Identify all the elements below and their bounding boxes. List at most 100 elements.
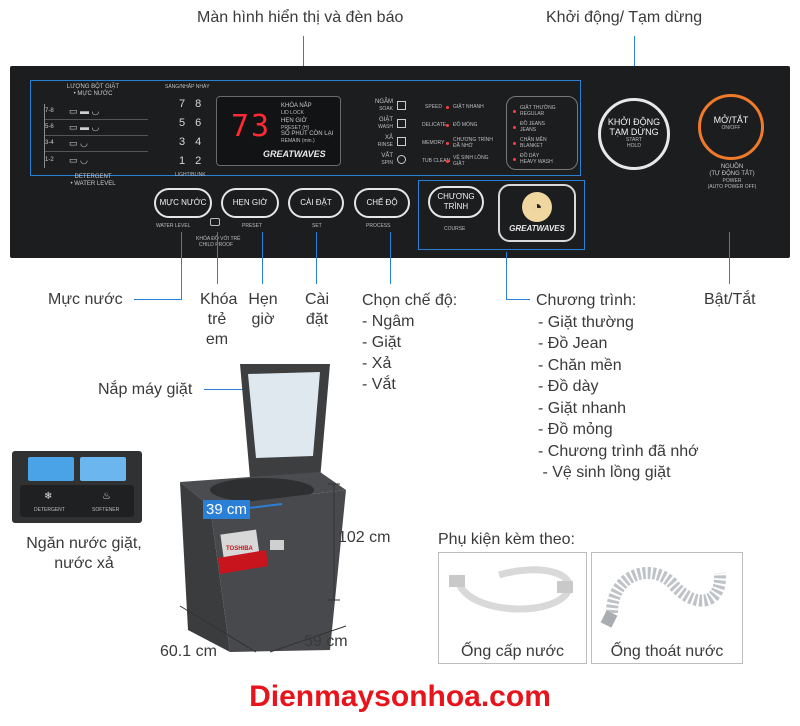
power-info-text: (AUTO POWER OFF) — [707, 184, 757, 190]
drawer-front: ❄ ♨ DETERGENT SOFTENER — [20, 485, 134, 517]
depth-dimension: 59 cm — [304, 633, 348, 650]
display-brand-logo: GREATWAVES — [263, 149, 326, 159]
lid-callout: Nắp máy giặt — [98, 381, 193, 398]
display-text: REMAIN (min.) — [281, 138, 315, 144]
course-vi-label: CHƯƠNG TRÌNH ĐÃ NHỚ — [453, 137, 493, 149]
power-info: NGUỒN (TỰ ĐỘNG TẮT) POWER (AUTO POWER OF… — [682, 164, 782, 190]
settings-button[interactable]: CÀI ĐẶT — [288, 188, 344, 218]
child-lock-label: KHÓA ĐỒ VỚI TRẺ — [196, 236, 241, 242]
level-number: 2 — [195, 155, 202, 167]
program-item: - Chăn mền — [538, 356, 622, 374]
start-sublabel: HOLD — [627, 143, 641, 149]
level-number: 6 — [195, 117, 202, 129]
program-item: - Đồ dày — [538, 378, 599, 395]
process-label: XẢ — [384, 134, 393, 141]
course-highlight-box — [418, 180, 585, 250]
indicator-dot — [513, 109, 516, 113]
course-sublabel: COURSE — [444, 226, 466, 232]
detergent-icon: ❄ — [44, 491, 53, 502]
indicator-dot — [513, 157, 516, 161]
detergent-header-line1: LƯỢNG BỘT GIẶT — [66, 84, 120, 90]
water-level-connector-h — [134, 299, 182, 300]
water-level-callout: Mực nước — [48, 291, 123, 308]
child-lock-text: KHÓA ĐỒ VỚI TRẺ CHILD PROOF — [196, 236, 241, 248]
lid-connector — [204, 389, 254, 390]
water-level-button[interactable]: MỰC NƯỚC — [154, 188, 212, 218]
course-right-label: ĐỒ JEANS — [520, 121, 546, 127]
course-right-label: ĐỒ DÀY — [520, 153, 540, 159]
accessory-card-drain-hose: Ống thoát nước — [591, 552, 743, 664]
process-sublabel: WASH — [378, 123, 393, 130]
light-blink-header: SÁNG/NHẤP NHÁY — [165, 84, 210, 90]
greatwaves-button[interactable]: ◔ GREATWAVES — [498, 184, 576, 242]
level-number: 4 — [195, 136, 202, 148]
accessory-card-inlet-hose: Ống cấp nước — [438, 552, 587, 664]
course-button[interactable]: CHƯƠNG TRÌNH — [428, 186, 484, 218]
course-left-list: SPEED GIẶT NHANH DELICATE ĐỒ MỎNG MEMORY… — [422, 98, 502, 170]
level-number: 3 — [179, 136, 186, 148]
footer-brand: Dienmaysonhoa.com — [249, 680, 551, 713]
child-lock-callout-line: Khóa — [200, 291, 238, 308]
indicator-dot — [446, 105, 449, 109]
mode-item: - Xả — [362, 355, 392, 372]
program-title: Chương trình: — [536, 292, 637, 309]
program-connector — [506, 252, 507, 300]
settings-connector — [316, 232, 317, 284]
course-right-sublabel: REGULAR — [520, 111, 545, 117]
mode-item: - Giặt — [362, 334, 402, 351]
course-right-sublabel: HEAVY WASH — [520, 159, 553, 165]
course-right-sublabel: BLANKET — [520, 143, 543, 149]
machine-side — [180, 482, 230, 652]
detergent-compartment — [28, 457, 74, 481]
detergent-level-section: LƯỢNG BỘT GIẶT • MỰC NƯỚC 7-8 ▭ ▬ ◡ 5-6 … — [38, 84, 148, 188]
indicator-dot — [446, 141, 449, 145]
program-connector-h — [506, 299, 530, 300]
course-vi-label: VỆ SINH LỒNG GIẶT — [453, 155, 489, 167]
mode-connector — [390, 232, 391, 284]
depth-dim-line — [269, 625, 347, 653]
process-button[interactable]: CHẾ ĐỘ — [354, 188, 410, 218]
water-level-sublabel: WATER LEVEL — [156, 223, 191, 229]
child-lock-callout: Khóa trẻ em — [200, 290, 238, 350]
level-number: 7 — [179, 98, 186, 110]
detergent-cup-icon: ▭ ◡ — [69, 154, 88, 165]
width-dimension: 60.1 cm — [160, 643, 217, 660]
height-dimension: 102 cm — [338, 529, 391, 546]
accessory-1-label: Ống cấp nước — [460, 643, 565, 660]
softener-compartment — [80, 457, 126, 481]
detergent-cup-icon: ▭ ▬ ◡ — [69, 122, 100, 132]
course-button-label: TRÌNH — [443, 202, 469, 211]
drawer-callout: Ngăn nước giặt, nước xả — [14, 534, 154, 574]
washing-machine-illustration: TOSHIBA — [180, 364, 346, 652]
settings-callout-line: Cài — [304, 291, 329, 308]
drawer-callout-line: Ngăn nước giặt, — [26, 535, 142, 552]
course-vi-label: ĐỒ MỎNG — [453, 122, 478, 128]
program-item: - Giặt thường — [538, 313, 634, 331]
machine-front — [210, 490, 346, 652]
led-display: 73 KHÓA NẮP LID LOCK HẸN GIỜ PRESET (H) … — [216, 96, 341, 166]
softener-icon: ♨ — [102, 491, 111, 502]
start-pause-label: TẠM DỪNG — [609, 127, 659, 137]
power-button[interactable]: MỞ/TẮT ON/OFF — [698, 94, 764, 160]
level-number: 8 — [195, 98, 202, 110]
course-en-label: DELICATE — [422, 122, 447, 128]
process-sublabel: SOAK — [379, 105, 393, 112]
start-pause-callout: Khởi động/ Tạm dừng — [546, 9, 703, 26]
dimension-lines — [328, 483, 340, 601]
timer-callout-line: Hẹn — [248, 291, 278, 308]
start-pause-button[interactable]: KHỞI ĐỘNG TẠM DỪNG START HOLD — [598, 98, 670, 170]
settings-callout: Cài đặt — [302, 290, 332, 330]
course-right-sublabel: JEANS — [520, 127, 537, 133]
program-item: - Giặt nhanh — [538, 399, 627, 417]
detergent-cup-icon: ▭ ◡ — [69, 138, 88, 148]
machine-energy-label — [270, 540, 284, 550]
child-lock-connector — [217, 232, 218, 284]
process-label: VẮT — [381, 152, 393, 159]
machine-label-sticker — [220, 529, 260, 561]
timer-button[interactable]: HẸN GIỜ — [221, 188, 279, 218]
display-text: KHÓA NẮP — [281, 103, 312, 109]
display-text: SỐ PHÚT CÒN LẠI — [281, 131, 334, 137]
power-callout: Bật/Tắt — [704, 291, 756, 308]
